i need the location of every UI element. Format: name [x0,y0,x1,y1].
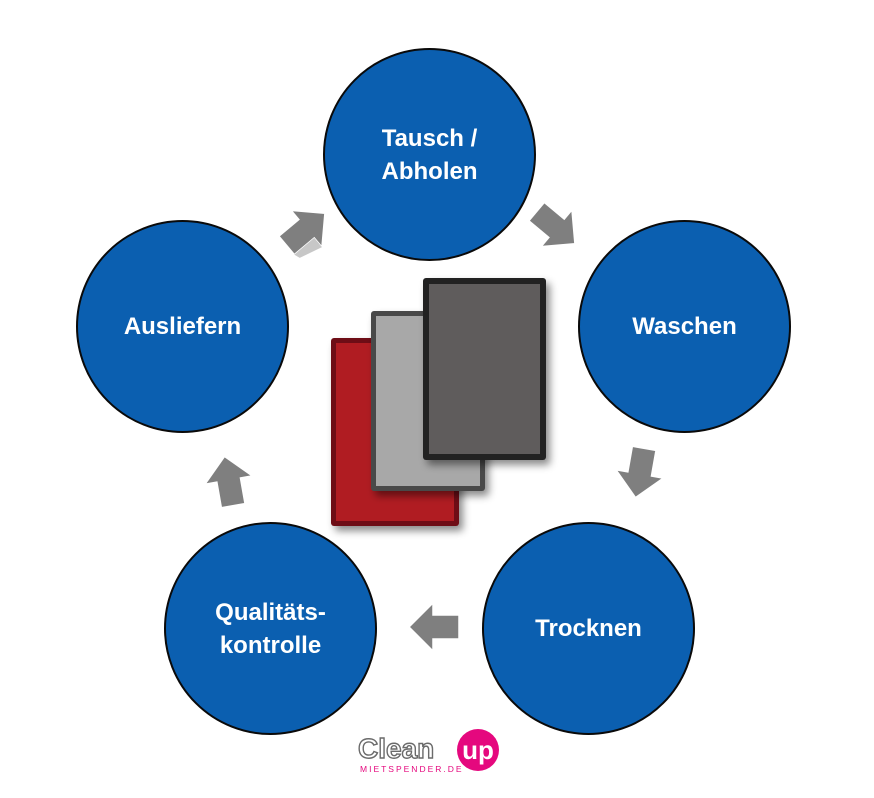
step-label: Tausch / Abholen [382,122,478,188]
step-qualitaetskontrolle: Qualitäts- kontrolle [164,522,377,735]
arrow-trocknen-to-qualitaet [400,590,470,665]
grey-mat [371,311,485,491]
step-trocknen: Trocknen [482,522,695,735]
cleanup-logo: Clean up MIETSPENDER.DE [356,728,506,778]
arrow-ausliefern-to-tausch [270,190,340,270]
step-label: Trocknen [535,612,642,645]
step-label: Waschen [632,310,736,343]
arrow-waschen-to-trocknen [605,435,675,510]
logo-word: Clean [358,733,434,764]
logo-badge-text: up [462,735,494,765]
arrow-tausch-to-waschen [518,190,593,265]
red-mat [331,338,459,526]
step-tausch-abholen: Tausch / Abholen [323,48,536,261]
step-label: Ausliefern [124,310,241,343]
logo-subtitle: MIETSPENDER.DE [360,764,464,774]
arrow-qualitaet-to-ausliefern [192,445,267,520]
step-waschen: Waschen [578,220,791,433]
anthracite-mat [423,278,546,460]
step-ausliefern: Ausliefern [76,220,289,433]
step-label: Qualitäts- kontrolle [215,596,326,662]
